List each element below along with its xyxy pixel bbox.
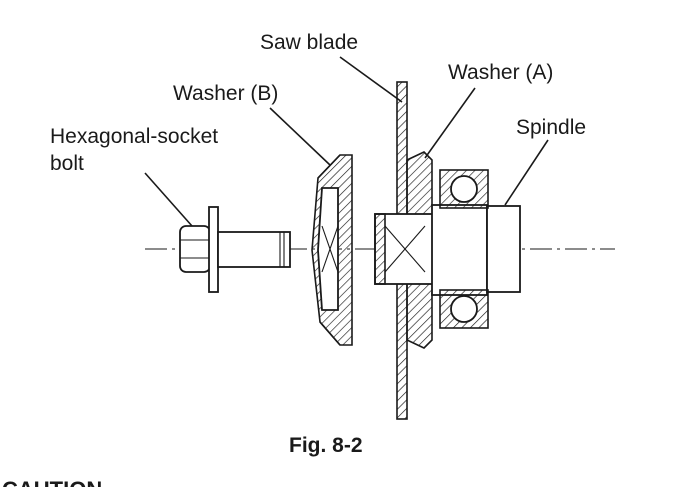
washer-a-label: Washer (A) [448, 61, 553, 84]
bolt-label-line2: bolt [50, 152, 84, 175]
washer-a-part [374, 151, 446, 349]
spindle-leader [504, 139, 549, 206]
saw-blade-leader [339, 56, 403, 103]
washer-b-leader [269, 107, 331, 166]
figure-caption: Fig. 8-2 [289, 434, 363, 457]
spindle-label: Spindle [516, 116, 586, 139]
bolt-label-line1: Hexagonal-socket [50, 125, 218, 148]
bolt-leader [144, 172, 193, 227]
washer-b-part [311, 154, 353, 346]
caution-heading-partial: CAUTION [2, 477, 102, 487]
washer-b-label: Washer (B) [173, 82, 278, 105]
saw-blade-label: Saw blade [260, 31, 358, 54]
spindle-part [431, 169, 521, 329]
washer-a-leader [424, 87, 476, 159]
hexagonal-socket-bolt [179, 206, 291, 293]
